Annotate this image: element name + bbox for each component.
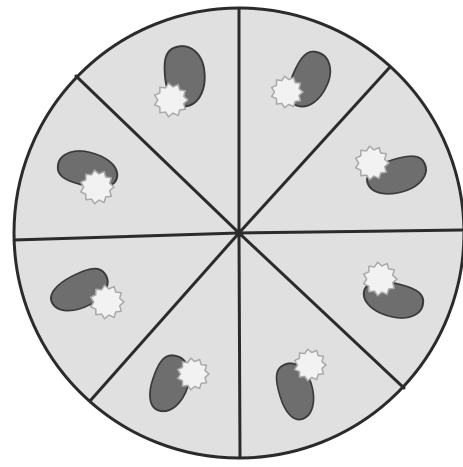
divider-line [239, 233, 240, 458]
